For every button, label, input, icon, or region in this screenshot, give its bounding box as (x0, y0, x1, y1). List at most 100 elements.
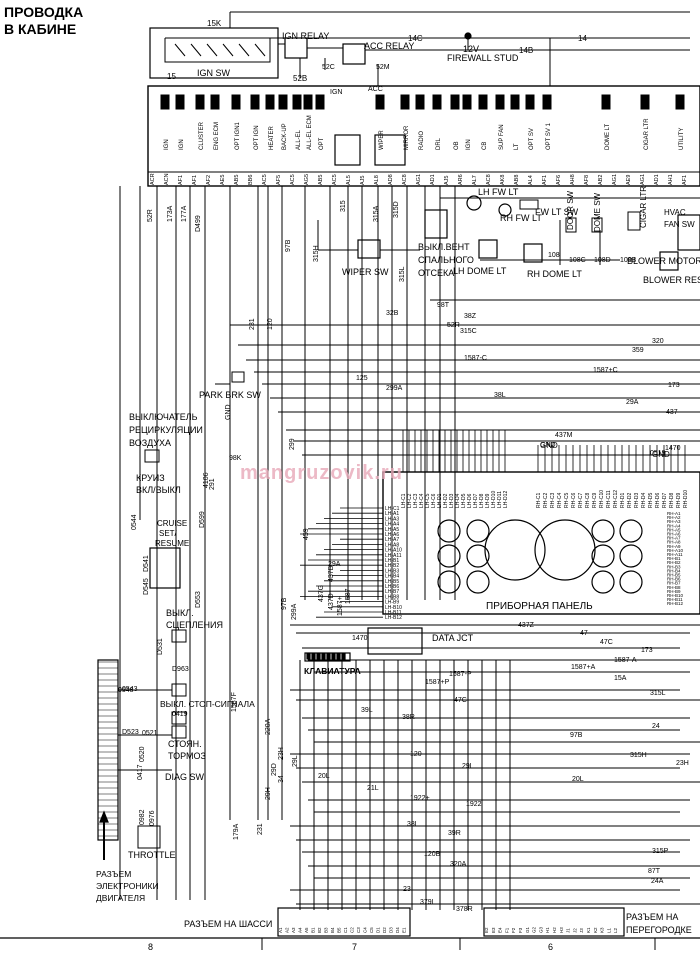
wire-number: D545 (143, 578, 150, 595)
bottom-pin: K2 (593, 927, 598, 933)
wire-number: GND (225, 404, 232, 420)
bottom-pin: F3 (518, 927, 523, 933)
panel-pin-lh-top: LH-C4 (419, 493, 425, 508)
wire-number: D963 (172, 666, 189, 673)
panel-pin-lh-top: LH-D11 (497, 491, 503, 508)
panel-pin-rh-top: RH-C3 (550, 493, 556, 508)
panel-pin-lh: LH-A11 (385, 553, 402, 559)
wire-number: 47 (580, 630, 588, 637)
wire-number: 379L (420, 899, 436, 906)
fuse-label: OPT IGN (254, 125, 260, 150)
wire-52c: 52C (322, 64, 335, 71)
bottom-pin: L2 (613, 927, 618, 933)
rh-dome-lt-label: RH DOME LT (527, 269, 582, 279)
bottom-pin: H2 (552, 927, 557, 933)
data-jct-box (367, 627, 423, 655)
connector-code: ACR (150, 173, 156, 185)
wire-number: D541 (143, 555, 150, 572)
fuse (278, 94, 288, 110)
wire-52m: 52M (376, 64, 390, 71)
rh-fw-lt-label: RH FW LT (500, 213, 542, 223)
bottom-pin: J1 (566, 928, 571, 933)
vent-sw-line-1: ВЫКЛ.ВЕНТ (418, 242, 470, 252)
ign-bus-label: IGN (330, 89, 343, 96)
wire-number: 315 (340, 200, 347, 212)
wire (174, 43, 186, 57)
fuse-label: UTILITY (679, 128, 685, 150)
wire-number: D531 (157, 638, 164, 655)
panel-gauge (437, 519, 461, 543)
panel-pin-lh-top: LH-D1 (437, 493, 443, 508)
panel-pin-rh-top: RH-C2 (543, 493, 549, 508)
panel-pin-rh: RH-A2 (667, 515, 681, 520)
bottom-pin: B4 (330, 927, 335, 933)
wire-number: 320A (450, 861, 467, 868)
panel-pin-rh-top: RH-D4 (641, 493, 647, 508)
panel-pin-lh-top: LH-D7 (473, 493, 479, 508)
wire-14c: 14C (408, 34, 423, 43)
panel-pin-rh-top: RH-C9 (592, 493, 598, 508)
panel-pin-lh: LH-B10 (385, 605, 402, 611)
bottom-pin: A2 (285, 927, 290, 933)
keypad-pin (341, 653, 346, 660)
panel-pin-lh: LH-A5 (385, 527, 399, 533)
wire-number: 29H (265, 787, 272, 800)
panel-pin-lh: LH-A3 (385, 516, 399, 522)
lh-fw-lt-label: LH FW LT (478, 187, 519, 197)
ign-relay-box (284, 37, 308, 59)
fuse (303, 94, 313, 110)
fuse (250, 94, 260, 110)
park-brake-switch (231, 371, 245, 383)
panel-pin-rh: RH-A1 (667, 511, 681, 516)
fuse-label: OPT (319, 137, 325, 150)
wire-number: 1587-A (614, 657, 637, 664)
brake-lamp-switch (171, 683, 187, 697)
wire-number: 47C (454, 697, 467, 704)
wire-number: 23H (676, 760, 689, 767)
wire-number: 437D (328, 593, 335, 610)
connector-code: AH1 (668, 174, 674, 185)
fuse-label: IGN (466, 139, 472, 150)
panel-gauge (466, 519, 490, 543)
panel-pin-lh: LH-B11 (385, 610, 402, 616)
parking-brake-switch (171, 711, 187, 725)
panel-pin-lh: LH-A10 (385, 548, 402, 554)
bottom-pin: J2 (572, 928, 577, 933)
panel-pin-rh: RH-B9 (667, 589, 681, 594)
wire (190, 43, 202, 57)
wire-number: 1587-P (449, 671, 472, 678)
connector-code: AB2 (598, 175, 604, 185)
fuse (432, 94, 442, 110)
wire-number: 108B (620, 257, 637, 264)
wire-number: 179A (233, 823, 240, 840)
panel-pin-rh-top: RH-D9 (676, 493, 682, 508)
panel-pin-lh-top: LH-D2 (443, 493, 449, 508)
wire-number: 0544 (131, 514, 138, 530)
fuse (265, 94, 275, 110)
fuse (195, 94, 205, 110)
speedometer-gauge (484, 519, 546, 581)
clutch-switch (171, 629, 187, 643)
panel-gauge (466, 544, 490, 568)
connector-code: AD8 (388, 174, 394, 185)
clutch-line-2: СЦЕПЛЕНИЯ (166, 620, 224, 630)
bottom-pin: G1 (525, 926, 530, 933)
wire-number: 173 (668, 382, 680, 389)
panel-pin-rh: RH-B8 (667, 585, 681, 590)
bottom-pin: D3 (389, 927, 394, 933)
wire-number: D599 (199, 511, 206, 528)
panel-pin-rh-top: RH-C7 (578, 493, 584, 508)
panel-pin-lh-top: LH-C6 (431, 493, 437, 508)
fuse (450, 94, 460, 110)
wire-number: 0982 (139, 809, 146, 825)
wire-number: 1470 (665, 445, 681, 452)
panel-pin-rh: RH-A6 (667, 532, 681, 537)
panel-gauge (591, 519, 615, 543)
engine-connector (97, 659, 119, 841)
bottom-pin: E3 (491, 927, 496, 933)
wire-number: 173A (167, 205, 174, 222)
fuse (231, 94, 241, 110)
panel-pin-lh-top: LH-C5 (425, 493, 431, 508)
panel-pin-lh-top: LH-D5 (461, 493, 467, 508)
